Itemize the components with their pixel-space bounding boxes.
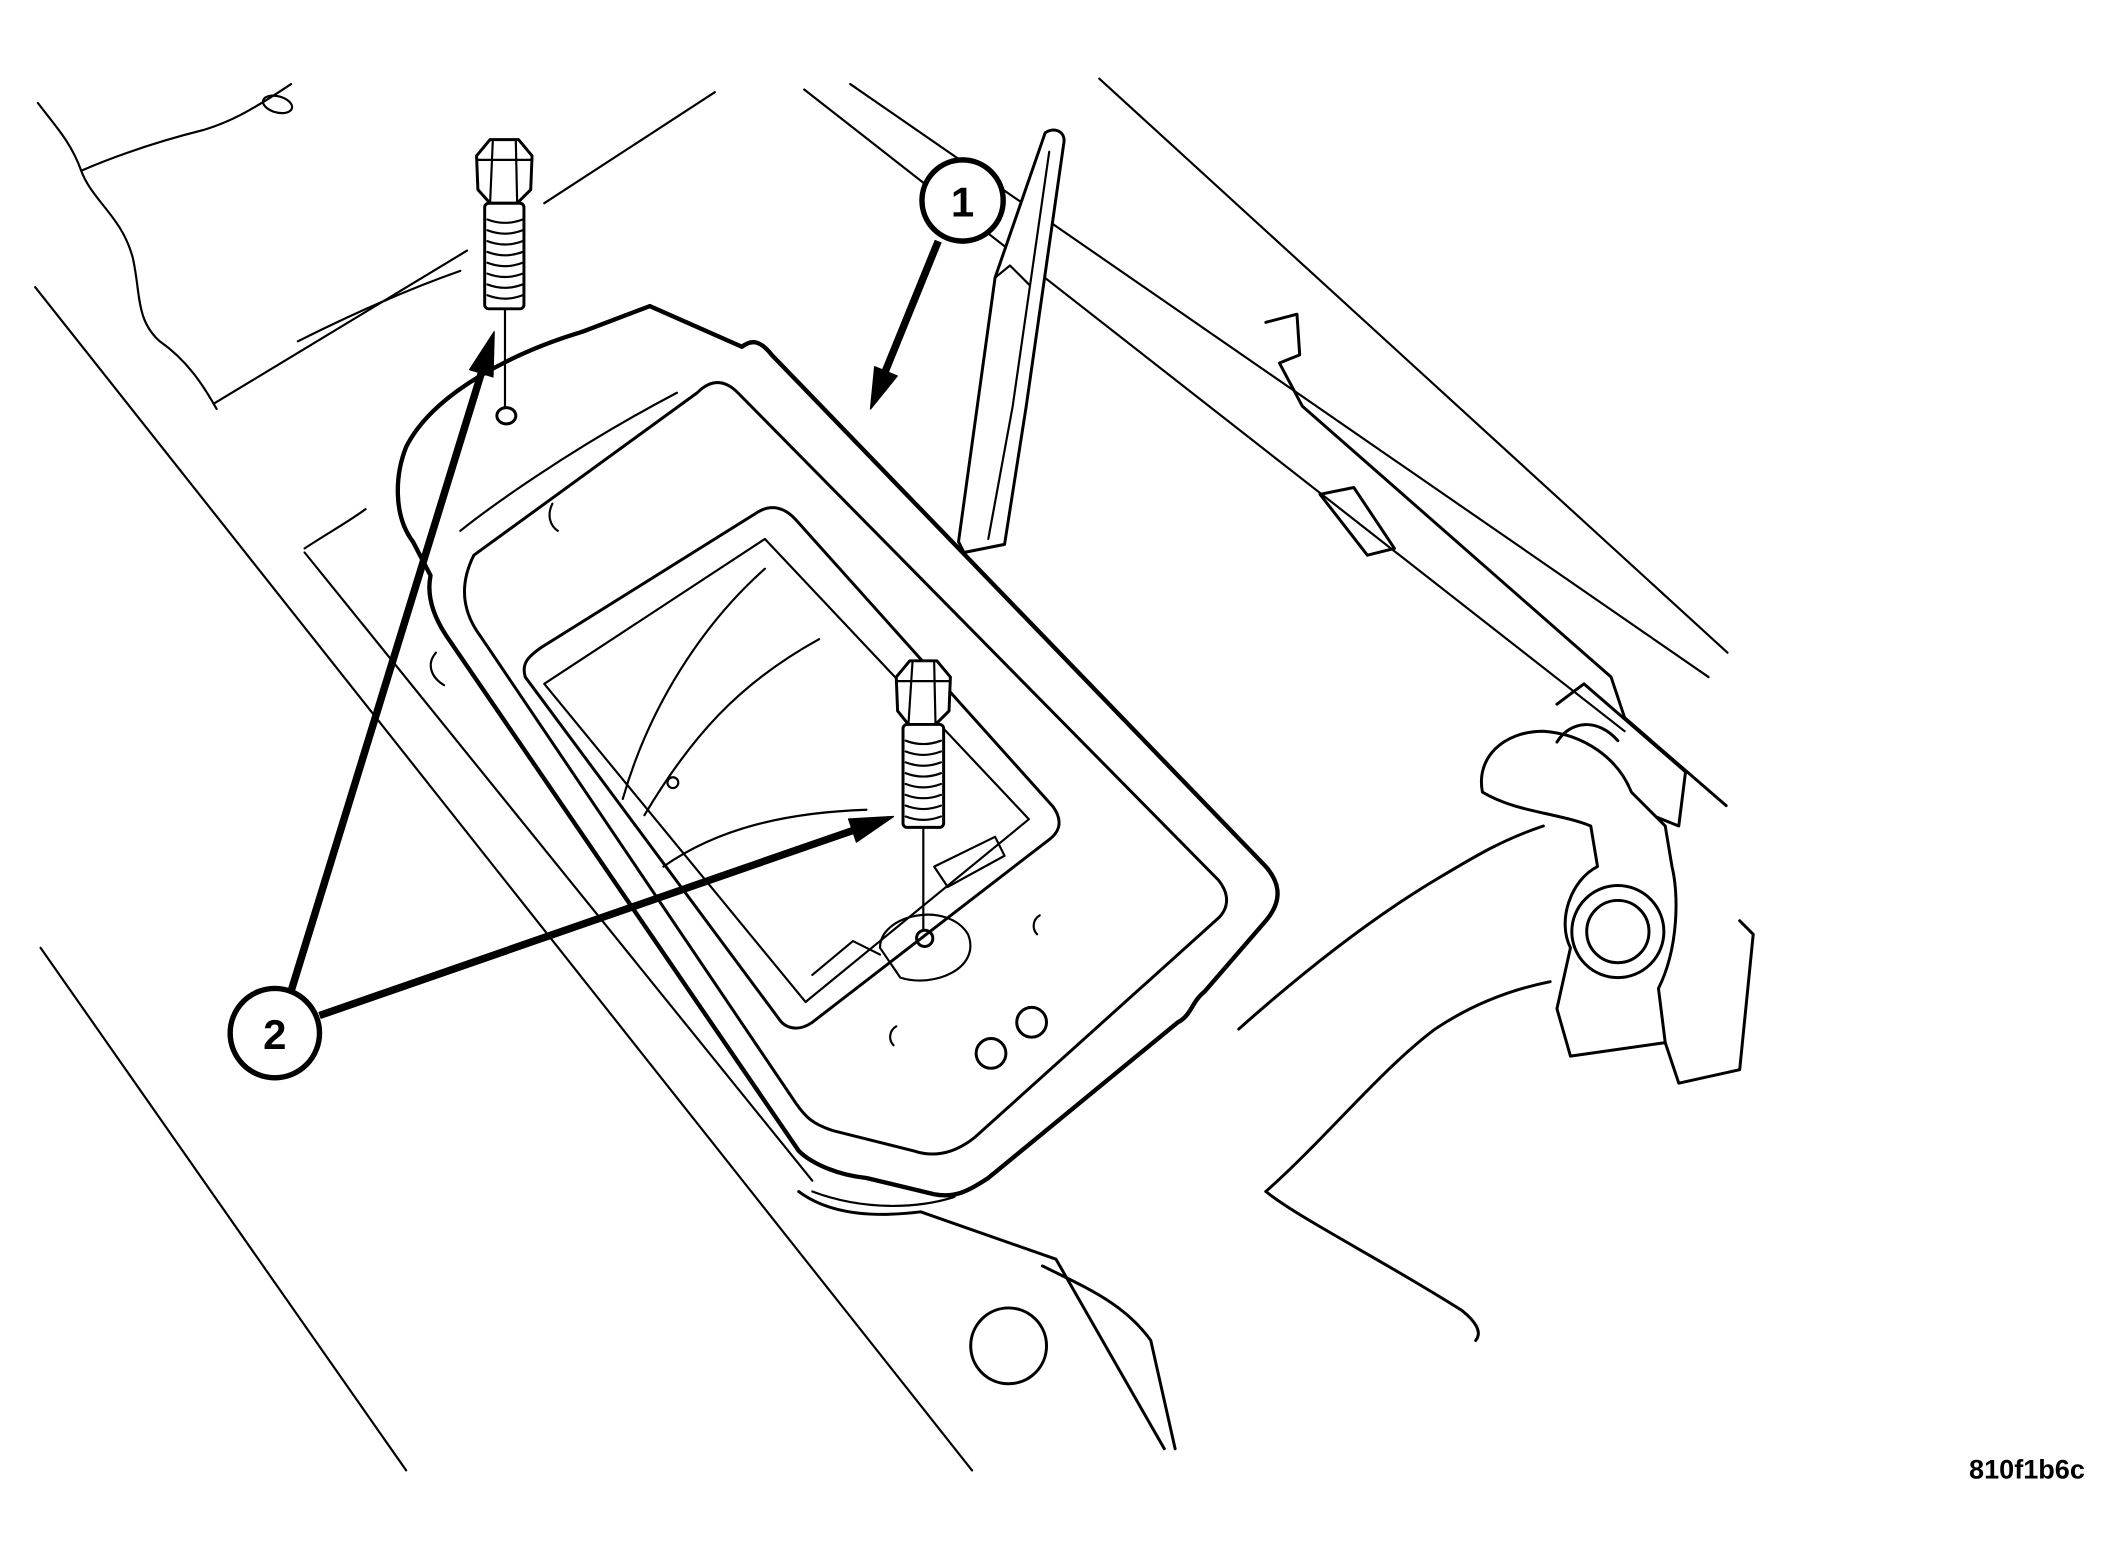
terminal-clamp-top — [1555, 723, 1620, 744]
upper-bolt — [475, 138, 534, 408]
callout-1-arrow-shaft — [881, 239, 942, 373]
fender-upper-edge — [80, 82, 293, 172]
callout-1-circle — [919, 157, 1006, 244]
terminal-clamp — [1479, 729, 1678, 1058]
figure-id: 810f1b6c — [1969, 1454, 2085, 1485]
callout-2-arrow-lower-head — [847, 815, 895, 843]
lower-frame-edge — [797, 1190, 1166, 1451]
lower-bolt — [894, 659, 952, 930]
callout-2-label: 2 — [263, 1011, 286, 1058]
right-panel-bracket — [1318, 486, 1396, 557]
tray-depth-line — [811, 1190, 956, 1207]
tray-drain-hole-2 — [1015, 1005, 1049, 1039]
right-panel-lip — [1555, 682, 1688, 828]
frame-rail-lower — [39, 946, 408, 1472]
vehicle-structure — [34, 77, 1755, 1472]
opening-view-curve-1 — [621, 567, 767, 800]
upper-bolt-head-facets — [476, 139, 532, 205]
callout-1-label: 1 — [951, 178, 974, 225]
opening-view-curve-2 — [643, 638, 821, 817]
opening-small-hole — [666, 776, 680, 790]
battery-tray — [395, 303, 1280, 1207]
opening-tab — [811, 939, 882, 976]
callout-2-arrow-upper-head — [468, 331, 495, 378]
inner-panel-line — [296, 269, 462, 343]
cowl-line-3 — [1098, 77, 1729, 654]
lower-bolt-hole-pad — [878, 913, 972, 982]
tray-flange-notch — [548, 502, 559, 532]
cable-lower-edge — [1264, 980, 1552, 1194]
upper-bolt-hex-head — [475, 138, 534, 205]
callout-1: 1 — [919, 157, 1006, 244]
tray-slot-mark-2 — [1032, 914, 1041, 936]
cable-upper-edge — [1237, 824, 1545, 1031]
lower-bolt-threads — [904, 739, 943, 821]
tray-side-notch — [429, 651, 446, 687]
right-inner-panel — [1264, 312, 1728, 808]
callout-2-arrow-lower-shaft — [318, 827, 854, 1020]
support-curve — [303, 508, 367, 550]
tray-slot-mark-1 — [889, 1025, 898, 1047]
tray-flange-edge — [459, 391, 679, 532]
opening-view-curve-3 — [662, 808, 868, 868]
callout-1-arrow-head — [869, 366, 898, 410]
opening-bracket — [933, 835, 1006, 888]
tray-outer-outline — [395, 303, 1280, 1198]
upper-bolt-threads — [486, 218, 524, 300]
terminal-post — [1585, 898, 1651, 965]
tray-support-edge — [303, 551, 814, 1182]
lower-bolt-head-facets — [896, 661, 951, 726]
tray-drain-hole-1 — [974, 1037, 1008, 1070]
callout-2-arrow-upper-shaft — [287, 372, 485, 993]
hold-down-bar-edge — [987, 150, 1051, 541]
cable-routing — [1264, 1190, 1480, 1342]
tray-inner-rim — [463, 381, 1229, 1156]
fender-oval-hole — [261, 94, 294, 115]
terminal-post-ring — [1570, 884, 1666, 980]
frame-rail-upper — [34, 286, 974, 1472]
callout-2-leaders — [287, 331, 895, 1020]
hold-down-bar — [957, 128, 1066, 554]
terminal-bracket — [1663, 919, 1755, 1085]
upper-bolt-hole — [495, 406, 518, 426]
tray-opening-inner — [543, 537, 1031, 1004]
callout-2-circle — [227, 985, 323, 1081]
lower-frame-hole — [969, 1306, 1049, 1386]
hood-side-line — [212, 91, 716, 405]
fender-outline — [36, 101, 218, 411]
lower-bolt-hole — [915, 928, 935, 948]
tray-opening-outer — [522, 506, 1061, 1030]
lower-frame-curve — [1040, 1264, 1177, 1451]
callout-1-leader — [869, 239, 942, 410]
callout-2: 2 — [227, 985, 323, 1081]
lower-bolt-hex-head — [894, 659, 952, 726]
hold-down-bar-bend — [993, 264, 1031, 286]
